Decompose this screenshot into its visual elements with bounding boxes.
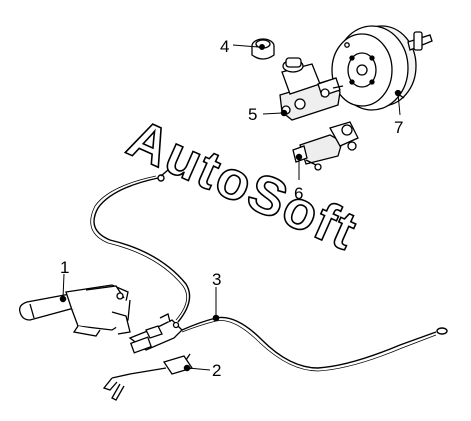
handbrake-lever [19, 284, 131, 337]
cable-equalizer [128, 313, 183, 354]
master-cylinder [279, 57, 344, 121]
callout-7: 7 [394, 118, 403, 137]
callout-6: 6 [294, 184, 303, 203]
brake-booster [331, 25, 433, 111]
lower-cable [102, 353, 194, 401]
callout-3: 3 [212, 270, 221, 289]
reservoir-cap [251, 38, 275, 60]
leader-lines [62, 44, 401, 371]
callout-4: 4 [220, 37, 229, 56]
clutch-master-cylinder [292, 121, 359, 171]
watermark: AutoSoft [119, 108, 366, 262]
callout-1: 1 [60, 258, 69, 277]
callout-5: 5 [248, 105, 257, 124]
cables [90, 169, 448, 372]
callout-2: 2 [212, 361, 221, 380]
